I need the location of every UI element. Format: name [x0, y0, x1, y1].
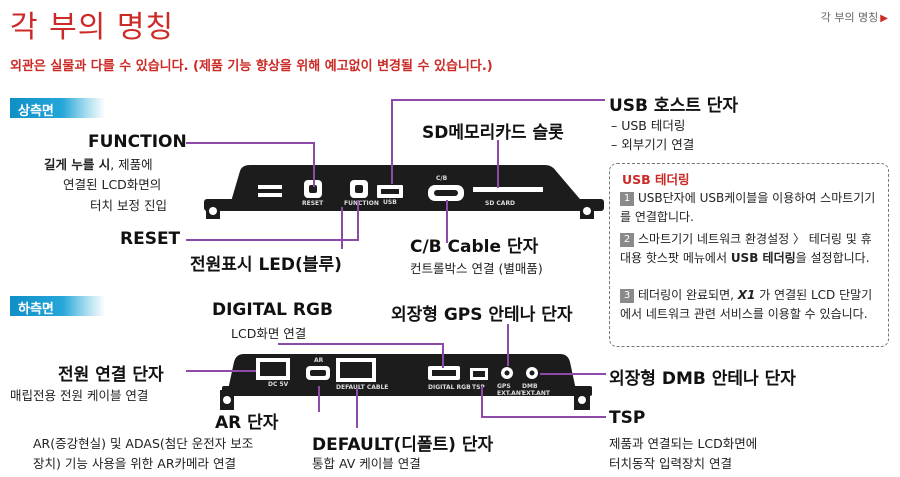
cb-cable-label: C/B Cable 단자: [410, 237, 539, 257]
bottom-side-device: [220, 354, 592, 410]
leader-dmb: [540, 373, 606, 375]
section-tag-bottom-label: 하측면: [18, 302, 54, 317]
sd-slot-shape: [473, 187, 543, 192]
leader-function-v: [313, 142, 315, 187]
note-text-2-bold: USB 테더링: [730, 251, 796, 265]
note-text-2-pre: 스마트기기 네트워크 환경설정 〉 테더링 및 휴대용 핫스팟 메뉴에서: [620, 232, 872, 265]
vent-slot: [258, 193, 282, 197]
device-text-reset: RESET: [302, 200, 324, 207]
tsp-desc-line1: 제품과 연결되는 LCD화면에: [609, 436, 758, 451]
device-text-dmb: DMB EXT.ANT: [522, 383, 550, 397]
note-title: USB 테더링: [622, 172, 690, 187]
section-tag-bottom: 하측면: [10, 296, 105, 317]
function-label: FUNCTION: [88, 132, 187, 152]
note-text-1: USB단자에 USB케이블을 이용하여 스마트기기를 연결합니다.: [620, 191, 876, 224]
function-desc-line2: 연결된 LCD화면의: [63, 177, 162, 192]
default-desc: 통합 AV 케이블 연결: [312, 456, 421, 471]
function-desc-line3: 터치 보정 진입: [90, 198, 167, 213]
ar-label: AR 단자: [215, 413, 279, 433]
screw-hole-left: [209, 207, 217, 215]
x1-logo: X1: [737, 288, 756, 302]
tsp-desc-line2: 터치동작 입력장치 연결: [609, 456, 732, 471]
triangle-right-icon: ▶: [880, 13, 888, 24]
leader-led-v: [341, 207, 343, 249]
leader-tsp: [481, 416, 606, 418]
device-text-gps: GPS EXT.ANT: [497, 383, 525, 397]
section-tag-top-label: 상측면: [18, 104, 54, 119]
note-num-1: 1: [620, 192, 634, 206]
power-led-label: 전원표시 LED(블루): [190, 255, 342, 275]
default-label: DEFAULT(디폴트) 단자: [312, 435, 494, 455]
digital-rgb-label: DIGITAL RGB: [212, 300, 333, 320]
digital-rgb-desc: LCD화면 연결: [231, 326, 307, 341]
leader-power: [186, 370, 256, 372]
screw-hole-right: [583, 207, 591, 215]
leader-usb: [391, 99, 605, 101]
device-text-default: DEFAULT CABLE: [336, 384, 389, 391]
leader-cb-v: [446, 200, 448, 243]
function-desc-line1: 길게 누를 시, 제품에: [44, 154, 153, 173]
screw-hole-right: [578, 396, 586, 404]
top-side-device: [204, 165, 604, 219]
screw-hole-left: [223, 396, 231, 404]
leader-gps-v: [507, 324, 509, 366]
power-label: 전원 연결 단자: [58, 365, 164, 385]
leader-function: [186, 142, 315, 144]
ar-desc-line1: AR(증강현실) 및 ADAS(첨단 운전자 보조: [33, 436, 254, 451]
device-body: [228, 354, 576, 390]
subtitle-notice: 외관은 실물과 다를 수 있습니다. (제품 기능 향상을 위해 예고없이 변경…: [10, 59, 493, 74]
power-desc: 매립전용 전원 케이블 연결: [10, 388, 149, 403]
cb-cable-desc: 컨트롤박스 연결 (별매품): [410, 261, 543, 276]
leader-usb-v: [391, 99, 393, 184]
device-text-tsp: TSP: [472, 384, 485, 391]
device-text-dc: DC 5V: [268, 381, 289, 388]
section-tag-top: 상측면: [10, 98, 105, 119]
device-text-ar: AR: [314, 357, 324, 364]
device-text-rgb: DIGITAL RGB: [428, 384, 471, 391]
leader-rgb: [278, 343, 444, 345]
note-text-3-pre: 테더링이 완료되면,: [638, 288, 738, 302]
function-desc-rest: , 제품에: [110, 157, 153, 172]
leader-tsp-v: [481, 386, 483, 418]
ar-desc-line2: 장치) 기능 사용을 위한 AR카메라 연결: [33, 456, 236, 471]
device-text-function: FUNCTION: [344, 200, 379, 207]
note-text-3-post: 가 연결된 LCD 단말기에서 네트워크 관련 서비스를 이용할 수 있습니다.: [620, 288, 873, 321]
page-title: 각 부의 명칭: [10, 10, 175, 45]
note-item-3: 3 테더링이 완료되면, X1 가 연결된 LCD 단말기에서 네트워크 관련 서…: [620, 286, 882, 324]
vent-slot: [258, 185, 282, 189]
device-text-cb: C/B: [436, 175, 448, 182]
breadcrumb[interactable]: 각 부의 명칭▶: [821, 9, 888, 25]
device-body: [230, 165, 585, 205]
note-num-3: 3: [620, 289, 634, 303]
note-num-2: 2: [620, 233, 634, 247]
usb-host-item-2: – 외부기기 연결: [611, 137, 695, 152]
tsp-label: TSP: [609, 408, 646, 428]
device-text-usb: USB: [383, 199, 397, 206]
leader-ar-v: [318, 386, 320, 412]
note-text-2-post: 을 설정합니다.: [795, 251, 870, 265]
leader-reset: [186, 239, 358, 241]
device-base-plate: [222, 386, 592, 396]
function-desc-bold: 길게 누를 시: [44, 157, 111, 172]
breadcrumb-label: 각 부의 명칭: [820, 11, 879, 24]
reset-label: RESET: [120, 229, 181, 249]
leader-rgb-v: [442, 343, 444, 368]
leader-reset-v: [357, 200, 359, 241]
gps-label: 외장형 GPS 안테나 단자: [391, 305, 573, 325]
leader-sd-v: [497, 140, 499, 188]
leader-default-v: [356, 388, 358, 428]
dmb-label: 외장형 DMB 안테나 단자: [609, 369, 796, 389]
usb-host-label: USB 호스트 단자: [609, 96, 739, 116]
device-text-sd: SD CARD: [485, 200, 516, 207]
sd-slot-label: SD메모리카드 슬롯: [422, 123, 564, 143]
usb-host-item-1: – USB 테더링: [611, 118, 686, 133]
